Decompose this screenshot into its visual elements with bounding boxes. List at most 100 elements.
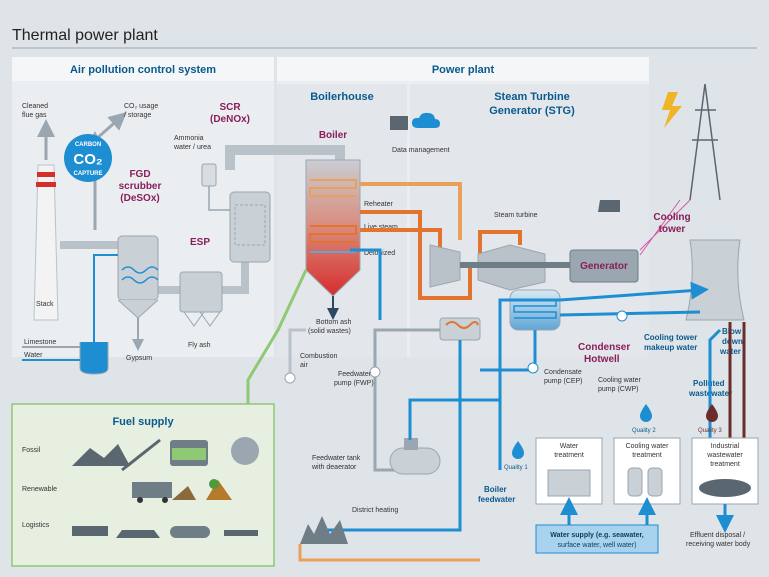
feedwater-tank-supply xyxy=(408,398,500,440)
boiler-feedwater-line1: Boiler xyxy=(484,485,507,494)
feedwater-to-boiler xyxy=(350,248,382,320)
gypsum-label: Gypsum xyxy=(126,355,152,362)
feedwater-to-tank xyxy=(373,328,440,472)
fwp-line2: pump (FWP) xyxy=(334,380,374,387)
power-lines xyxy=(639,199,691,256)
reheat-return-line xyxy=(360,210,472,300)
generator-unit xyxy=(569,249,639,283)
power-plant-header xyxy=(277,57,649,81)
cwp-line1: Cooling water xyxy=(598,377,641,384)
fgd-label-line3: (DeSOx) xyxy=(120,193,159,204)
reheater-label: Reheater xyxy=(364,201,393,208)
fw-tank-line1: Feedwater tank xyxy=(312,455,361,462)
iww-treatment-line2: wastewater xyxy=(706,452,743,459)
co2-usage-line2: / storage xyxy=(124,112,151,119)
transformer-icon xyxy=(598,200,620,212)
fuel-fossil-label: Fossil xyxy=(22,447,41,454)
water-label: Water xyxy=(24,352,43,359)
stack-chimney xyxy=(33,164,59,321)
cooling-water-out xyxy=(559,281,709,302)
district-heating-return xyxy=(298,544,480,562)
combustion-air-line2: air xyxy=(300,362,308,369)
carbon-capture-bottom: CAPTURE xyxy=(73,171,102,177)
boiler-label: Boiler xyxy=(319,130,347,141)
esp-hoppers xyxy=(183,311,221,327)
live-steam-label: Live steam xyxy=(364,224,398,231)
fgd-spray-2 xyxy=(121,276,159,284)
water-treatment-line1: Water xyxy=(560,443,579,450)
power-plant-title: Power plant xyxy=(432,64,495,76)
scr-label-line1: SCR xyxy=(219,102,241,113)
blow-down-line2: down xyxy=(722,337,743,346)
stack-band-2 xyxy=(36,182,56,187)
esp-label: ESP xyxy=(190,237,210,248)
turbine-shaft xyxy=(460,262,580,268)
boiler-feedwater-line xyxy=(498,298,560,470)
coal-pile-icon xyxy=(72,444,130,466)
deaerator-dome xyxy=(404,438,418,450)
ammonia-line1: Ammonia xyxy=(174,135,204,142)
bottom-ash-line1: Bottom ash xyxy=(316,319,352,326)
effluent-line2: receiving water body xyxy=(686,541,751,548)
transmission-tower-icon xyxy=(689,83,721,201)
air-pollution-title: Air pollution control system xyxy=(70,64,216,76)
lightning-icon xyxy=(662,92,682,128)
makeup-water-flow xyxy=(708,328,722,470)
cooling-tower xyxy=(685,239,745,321)
cep-line2: pump (CEP) xyxy=(544,378,583,385)
fwp-pump-icon xyxy=(369,366,381,378)
fuel-feed-line xyxy=(246,269,308,404)
feedwater-tank xyxy=(389,447,441,475)
truck-wheel-1 xyxy=(137,497,143,503)
quality3-drop-icon xyxy=(706,404,718,422)
steam-turbine-label: Steam turbine xyxy=(494,212,538,219)
cw-treatment-line2: treatment xyxy=(632,452,662,459)
quality2-drop-icon xyxy=(640,404,652,422)
esp-unit xyxy=(179,271,223,313)
cleaned-flue-gas-line2: flue gas xyxy=(22,112,47,119)
quality1-drop-icon xyxy=(512,441,524,459)
cooling-water-return xyxy=(559,310,701,317)
limestone-label: Limestone xyxy=(24,339,56,346)
plant-icon xyxy=(209,479,219,489)
stg-title-line1: Steam Turbine xyxy=(494,91,570,103)
water-treatment-unit-icon xyxy=(547,469,591,497)
gas-sphere-icon xyxy=(231,437,259,465)
ammonia-line2: water / urea xyxy=(173,144,211,151)
cep-pump-icon xyxy=(527,362,539,374)
cooling-makeup-line2: makeup water xyxy=(644,343,697,352)
oil-tank-band xyxy=(172,448,206,460)
reheater-steam-line xyxy=(360,182,462,240)
conveyor-icon xyxy=(121,438,161,472)
tanker-icon xyxy=(170,526,210,538)
carbon-capture-co2: CO₂ xyxy=(73,151,102,168)
quality3-text: Quality 3 xyxy=(698,428,722,434)
stack-band-1 xyxy=(37,172,55,177)
combustion-air-line1: Combustion xyxy=(300,353,337,360)
water-treatment-line2: treatment xyxy=(554,452,584,459)
feedwater-heater-coil xyxy=(445,321,479,329)
biomass-icon xyxy=(172,486,196,500)
cooling-makeup-line1: Cooling tower xyxy=(644,333,697,342)
cleaned-flue-gas-line1: Cleaned xyxy=(22,103,48,110)
cw-treatment-line1: Cooling water xyxy=(626,443,669,450)
fuel-supply-title: Fuel supply xyxy=(112,416,174,428)
scr-reactor xyxy=(229,191,271,263)
co2-usage-flow xyxy=(94,112,127,142)
page-title: Thermal power plant xyxy=(12,27,158,44)
quality1-text: Quality 1 xyxy=(504,465,528,471)
water-supply-box xyxy=(535,524,659,554)
scr-label-line2: (DeNOx) xyxy=(210,114,250,125)
monitor-icon xyxy=(390,116,408,130)
water-supply-line2: surface water, well water) xyxy=(558,542,637,549)
boiler-vessel xyxy=(305,159,361,297)
clarifier-icon xyxy=(699,479,751,497)
fgd-label-line2: scrubber xyxy=(119,181,162,192)
live-steam-line xyxy=(360,228,442,255)
bottom-ash-line2: (solid wastes) xyxy=(308,328,351,335)
train-icon xyxy=(72,526,108,536)
limestone-tank xyxy=(79,342,109,375)
iww-treatment-line3: treatment xyxy=(710,461,740,468)
